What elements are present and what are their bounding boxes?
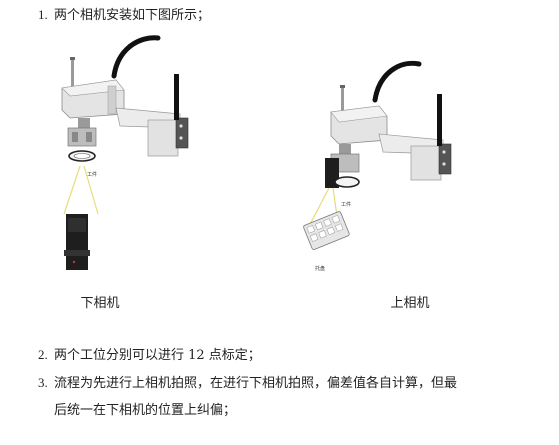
list-item-3-continuation: 后统一在下相机的位置上纠偏；	[54, 403, 237, 418]
workpiece-label: 工件	[87, 171, 97, 178]
robot-upper-camera-figure: 工件 托盘	[303, 60, 452, 272]
list-number: 2.	[38, 347, 48, 362]
tray-label: 托盘	[315, 265, 325, 272]
upper-camera-caption: 上相机	[390, 296, 430, 311]
list-number: 3.	[38, 375, 48, 390]
list-text: 两个工位分别可以进行 12 点标定；	[54, 348, 261, 363]
list-number: 1.	[38, 7, 48, 22]
list-item-1: 1. 两个相机安装如下图所示；	[38, 6, 210, 25]
lower-camera-caption: 下相机	[80, 296, 120, 311]
list-item-2: 2. 两个工位分别可以进行 12 点标定；	[38, 346, 261, 365]
list-text: 两个相机安装如下图所示；	[54, 8, 211, 23]
workpiece-label: 工件	[341, 201, 351, 208]
robot-lower-camera-figure: 工件	[61, 35, 189, 270]
list-text: 流程为先进行上相机拍照，在进行下相机拍照，偏差值各自计算，但最	[54, 376, 458, 391]
list-item-3: 3. 流程为先进行上相机拍照，在进行下相机拍照，偏差值各自计算，但最	[38, 374, 457, 393]
